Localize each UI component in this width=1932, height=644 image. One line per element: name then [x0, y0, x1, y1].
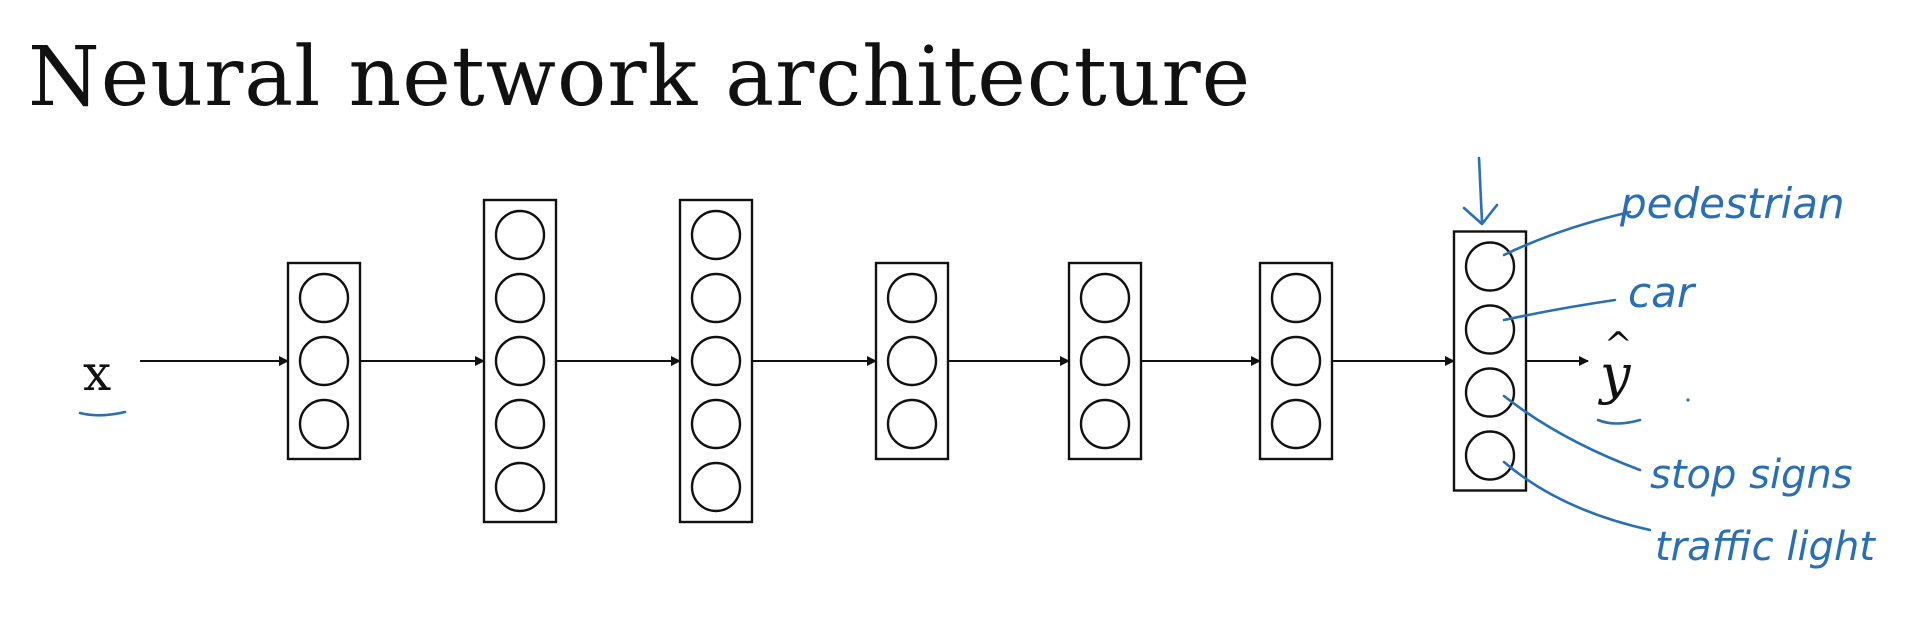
neuron-node: [1079, 398, 1131, 450]
neuron-node: [886, 335, 938, 387]
layer-box: [482, 198, 558, 524]
class-label-traffic-light: traffic light: [1655, 524, 1876, 570]
neuron-node: [1464, 367, 1516, 418]
connector-stop-signs: [1502, 394, 1642, 472]
layer-box: [286, 261, 362, 461]
neuron-node: [298, 335, 350, 387]
output-underline: [1596, 418, 1642, 425]
neuron-node: [1464, 304, 1516, 355]
class-label-car: car: [1628, 268, 1697, 317]
layer-6: [1258, 261, 1334, 461]
neuron-node: [690, 335, 742, 387]
neuron-node: [494, 272, 546, 324]
neuron-node: [690, 209, 742, 261]
layer-2: [482, 198, 558, 524]
layer-box: [1452, 230, 1528, 492]
layer-7: [1452, 230, 1528, 492]
neuron-node: [1270, 335, 1322, 387]
neuron-node: [494, 209, 546, 261]
layer-box: [678, 198, 754, 524]
connector-traffic-light: [1502, 460, 1652, 532]
neuron-node: [886, 398, 938, 450]
output-y-label: y: [1598, 343, 1632, 406]
neuron-node: [1079, 335, 1131, 387]
layer-3: [678, 198, 754, 524]
class-label-stop-signs: stop signs: [1650, 452, 1853, 498]
neuron-node: [886, 272, 938, 324]
neuron-node: [1270, 398, 1322, 450]
neuron-node: [690, 398, 742, 450]
neuron-node: [494, 398, 546, 450]
layer-5: [1067, 261, 1143, 461]
layer-box: [874, 261, 950, 461]
neuron-node: [1464, 430, 1516, 481]
neuron-node: [298, 398, 350, 450]
neuron-node: [690, 272, 742, 324]
down-arrow-icon: [1462, 156, 1499, 226]
connector-car: [1502, 298, 1617, 322]
neuron-node: [1464, 241, 1516, 292]
connector-pedestrian: [1502, 210, 1632, 257]
layer-1: [286, 261, 362, 461]
neuron-node: [494, 335, 546, 387]
annotation-dot: [1686, 398, 1690, 402]
neuron-node: [298, 272, 350, 324]
class-label-pedestrian: pedestrian: [1619, 179, 1845, 228]
output-hat-glyph: ^: [1604, 325, 1633, 365]
input-x-label: x: [83, 344, 111, 402]
neuron-node: [1079, 272, 1131, 324]
page-title: Neural network architecture: [28, 30, 1252, 125]
input-underline: [78, 410, 127, 417]
neuron-node: [1270, 272, 1322, 324]
neuron-node: [494, 461, 546, 513]
layer-4: [874, 261, 950, 461]
neuron-node: [690, 461, 742, 513]
